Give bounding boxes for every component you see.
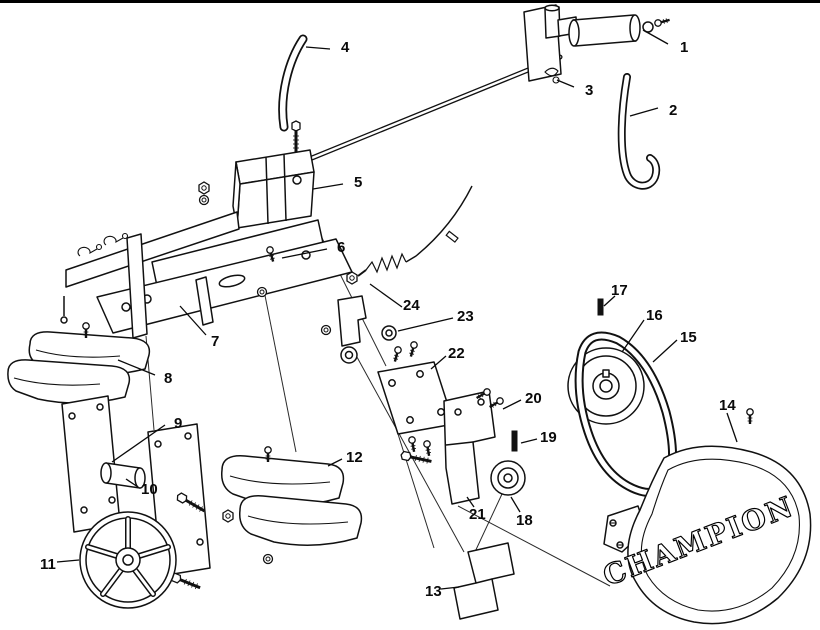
part-14-screw-icon (745, 407, 755, 426)
part-label-21: 21 (469, 506, 486, 523)
part-label-8: 8 (164, 370, 172, 387)
part-label-23: 23 (457, 308, 474, 325)
part-number-labels: 1 2 3 4 5 6 7 8 9 10 11 12 13 14 15 16 1… (40, 39, 736, 600)
part-label-19: 19 (540, 429, 557, 446)
part-label-10: 10 (141, 481, 158, 498)
part-17-key (597, 298, 604, 316)
throttle-cable-and-spring (346, 185, 473, 285)
part-2-bent-rod (617, 73, 661, 190)
part-label-22: 22 (448, 345, 465, 362)
part-11-wheel (79, 511, 177, 609)
part-13-bracket (453, 542, 515, 620)
screw-icon (406, 339, 420, 359)
leader-lines (56, 29, 738, 590)
part-22-mounting-plate (377, 339, 455, 467)
part-3-clip (544, 67, 560, 84)
washer-icon (256, 286, 268, 298)
part-16-pulley (567, 347, 645, 425)
bolt-icon (346, 271, 358, 285)
part-label-11: 11 (40, 556, 56, 573)
part-label-13: 13 (425, 583, 442, 600)
screw-icon (422, 439, 434, 458)
part-label-17: 17 (611, 282, 628, 299)
part-label-2: 2 (669, 102, 677, 119)
part-4-handle-tube (278, 34, 308, 132)
part-label-7: 7 (211, 333, 219, 350)
part-1-handle-pivot-assembly (523, 4, 672, 82)
screw-icon (390, 344, 404, 364)
bolt-icon (290, 119, 302, 154)
washer-icon (198, 194, 210, 206)
part-10-roller (100, 462, 146, 489)
part-12-skid-shields (220, 445, 363, 546)
washer-icon (262, 553, 274, 565)
part-label-6: 6 (337, 239, 345, 256)
part-label-18: 18 (516, 512, 533, 529)
belt-cover: CHAMPION (598, 407, 812, 625)
bolt-icon (652, 15, 672, 29)
screw-icon (407, 435, 419, 454)
part-label-3: 3 (585, 82, 593, 99)
part-label-16: 16 (646, 307, 663, 324)
part-label-20: 20 (525, 390, 542, 407)
part-label-1: 1 (680, 39, 688, 56)
washer-icon (320, 324, 332, 336)
top-border (0, 0, 820, 3)
part-label-14: 14 (719, 397, 736, 414)
part-label-24: 24 (403, 297, 420, 314)
part-8-skid-shields (7, 321, 151, 404)
part-label-12: 12 (346, 449, 363, 466)
part-label-4: 4 (341, 39, 350, 56)
bolt-icon (168, 570, 204, 593)
part-19-pin (511, 430, 518, 452)
handle-rod (277, 54, 563, 174)
part-label-5: 5 (354, 174, 362, 191)
part-label-9: 9 (174, 415, 182, 432)
cable-clip-icons (77, 232, 129, 257)
frame-assembly (60, 149, 353, 339)
nut-icon (222, 509, 234, 523)
wheel-spokes (85, 516, 171, 597)
part-label-15: 15 (680, 329, 697, 346)
part-23-pivot-and-bushings (320, 295, 397, 364)
nut-icon (198, 181, 210, 195)
part-21-support-bracket (443, 390, 496, 505)
part-18-idler-pulley (490, 460, 526, 496)
